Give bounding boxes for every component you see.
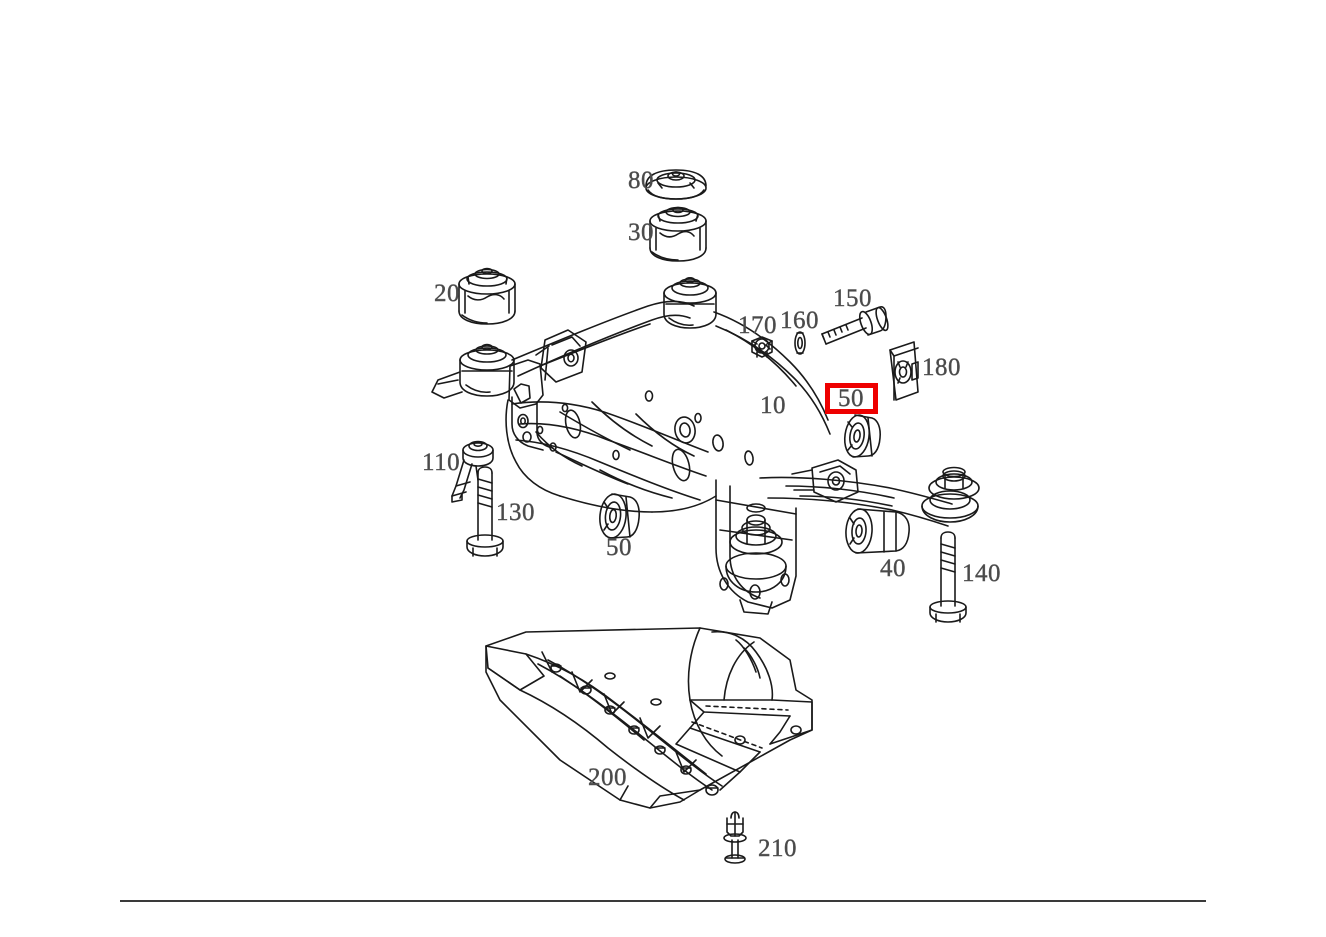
callout-label-50: 50 [606,534,632,561]
part-30-subframe-bushing [649,206,707,262]
part-20-subframe-bushing [458,267,516,325]
footer-divider [120,900,1206,902]
part-200-underbody-panelling [485,627,813,809]
part-50-bushing-upper [843,414,881,458]
part-130-flange-bolt [466,466,504,557]
callout-label-210: 210 [758,835,797,862]
callout-label-140: 140 [962,560,1001,587]
part-140-flange-bolt [929,531,967,623]
callout-label-10: 10 [760,392,786,419]
callout-label-200: 200 [588,764,627,791]
callout-label-180: 180 [922,354,961,381]
part-170-lock-nut [751,336,773,358]
part-80-rubber-mount-cap [645,169,707,200]
callout-label-50: 50 [838,385,864,412]
part-40-control-arm-bushing [845,508,910,554]
callout-label-130: 130 [496,499,535,526]
callout-label-20: 20 [434,280,460,307]
part-10-subframe-carrier [431,276,980,615]
part-180-mounting-plate [889,341,919,401]
part-210-expanding-rivet [723,811,747,864]
callout-label-30: 30 [628,219,654,246]
part-50-bushing-lower [599,493,640,539]
callout-label-170: 170 [738,312,777,339]
callout-label-110: 110 [422,449,461,476]
callout-label-160: 160 [780,307,819,334]
part-160-washer [794,331,806,355]
part-110-bracket [451,440,494,503]
callout-label-150: 150 [833,285,872,312]
part-150-flange-bolt [821,306,889,345]
callout-label-80: 80 [628,167,654,194]
callout-label-40: 40 [880,555,906,582]
